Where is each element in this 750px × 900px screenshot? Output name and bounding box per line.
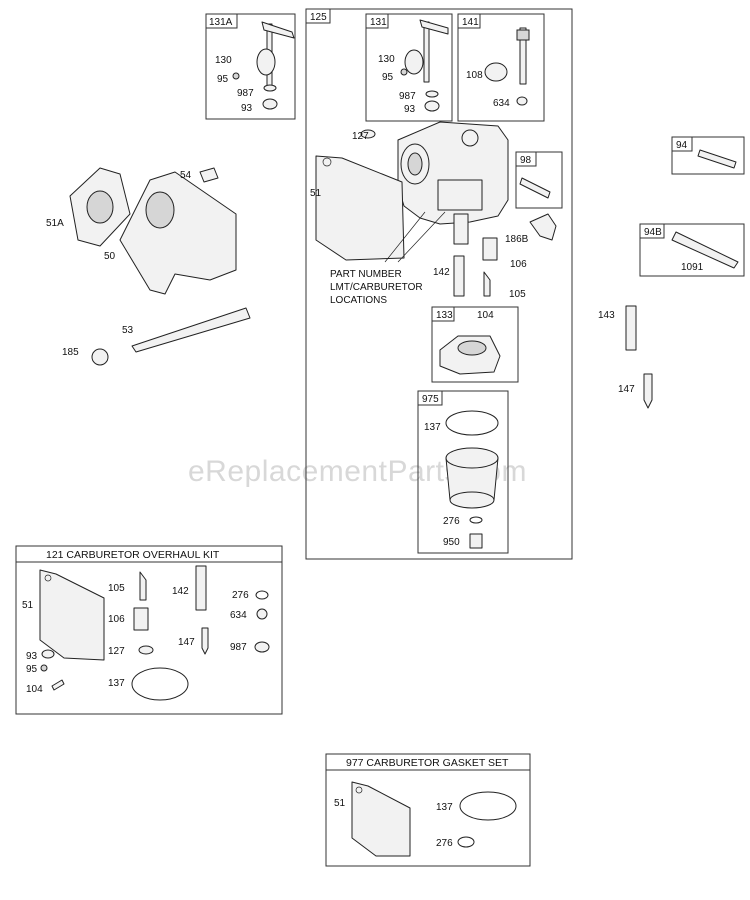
kit-label-276: 276 [232,590,249,601]
label-137: 137 [424,422,441,433]
label-105: 105 [509,289,526,300]
box-131a-tag: 131A [209,17,233,28]
pipe-143 [625,305,637,351]
kit-label-987: 987 [230,642,247,653]
box-975-tag: 975 [422,394,439,405]
set-oring-137 [459,791,517,821]
label-104: 104 [477,310,494,321]
kit-label-93: 93 [26,651,38,662]
needle-147 [643,373,653,409]
label-147: 147 [618,384,635,395]
gasket-set-title: 977 CARBURETOR GASKET SET [346,757,509,769]
note-line1: PART NUMBER [330,269,402,280]
label-1091: 1091 [681,262,704,273]
kit-label-105: 105 [108,583,125,594]
kit-label-106: 106 [108,614,125,625]
kit-label-634: 634 [230,610,247,621]
set-label-276: 276 [436,838,453,849]
label-276: 276 [443,516,460,527]
overhaul-kit-box: 121 CARBURETOR OVERHAUL KIT 51 105 106 1… [15,545,283,715]
box-131-tag: 131 [370,17,387,28]
label-51A: 51A [46,218,64,229]
label-53: 53 [122,325,134,336]
label-51: 51 [310,188,322,199]
label-987b: 987 [399,91,416,102]
box-125-tag: 125 [310,12,327,23]
label-185: 185 [62,347,79,358]
label-127: 127 [352,131,369,142]
kit-oring-137 [131,667,189,701]
kit-label-142: 142 [172,586,189,597]
screw-54 [199,167,219,183]
label-143: 143 [598,310,615,321]
set-label-51: 51 [334,798,346,809]
kit-label-127: 127 [108,646,125,657]
gasket-set-box: 977 CARBURETOR GASKET SET 51 137 276 [325,753,531,867]
label-142: 142 [433,267,450,278]
label-130b: 130 [378,54,395,65]
overhaul-kit-title: 121 CARBURETOR OVERHAUL KIT [46,549,220,561]
kit-label-104: 104 [26,684,43,695]
set-washer-276 [457,836,475,848]
set-label-137: 137 [436,802,453,813]
kit-label-147: 147 [178,637,195,648]
kit-label-51: 51 [22,600,34,611]
nut-185 [91,348,109,366]
note-line2: LMT/CARBURETOR [330,282,423,293]
intake-50 [119,171,237,295]
box-125: 125 131 130 95 987 93 141 108 634 127 [305,8,573,560]
kit-label-137: 137 [108,678,125,689]
label-93: 93 [241,103,253,114]
label-95b: 95 [382,72,394,83]
box-94-tag: 94 [676,140,688,151]
label-186b: 186B [505,234,529,245]
seal-93 [262,98,278,110]
jet-106 [482,237,498,261]
throttle-plate [256,48,276,76]
screw-95 [232,72,240,80]
label-634: 634 [493,98,510,109]
box-98-tag: 98 [520,155,532,166]
seal-987 [263,84,277,92]
box-94b-tag: 94B [644,227,662,238]
label-93b: 93 [404,104,416,115]
intake-parts: 51A 50 54 53 185 [46,167,251,366]
box-141-tag: 141 [462,17,479,28]
label-106: 106 [510,259,527,270]
seal-127 [360,129,376,139]
label-50: 50 [104,251,116,262]
kit-label-95: 95 [26,664,38,675]
kit-gasket-51 [39,569,105,661]
set-gasket-51 [351,781,411,857]
label-108: 108 [466,70,483,81]
label-95: 95 [217,74,229,85]
label-54: 54 [180,170,192,181]
throttle-lever [261,21,295,39]
label-950: 950 [443,537,460,548]
right-parts: 94 94B 1091 143 147 [598,136,745,409]
label-987: 987 [237,88,254,99]
label-130: 130 [215,55,232,66]
stud-53 [131,307,251,353]
gasket-51 [315,155,405,261]
note-line3: LOCATIONS [330,295,387,306]
needle-105 [483,271,491,297]
box-131a: 131A 130 95 987 93 [205,13,296,120]
oring-137 [445,410,499,436]
box-133-tag: 133 [436,310,453,321]
float-bowl-stem [453,213,469,245]
pipe-142 [453,255,465,297]
